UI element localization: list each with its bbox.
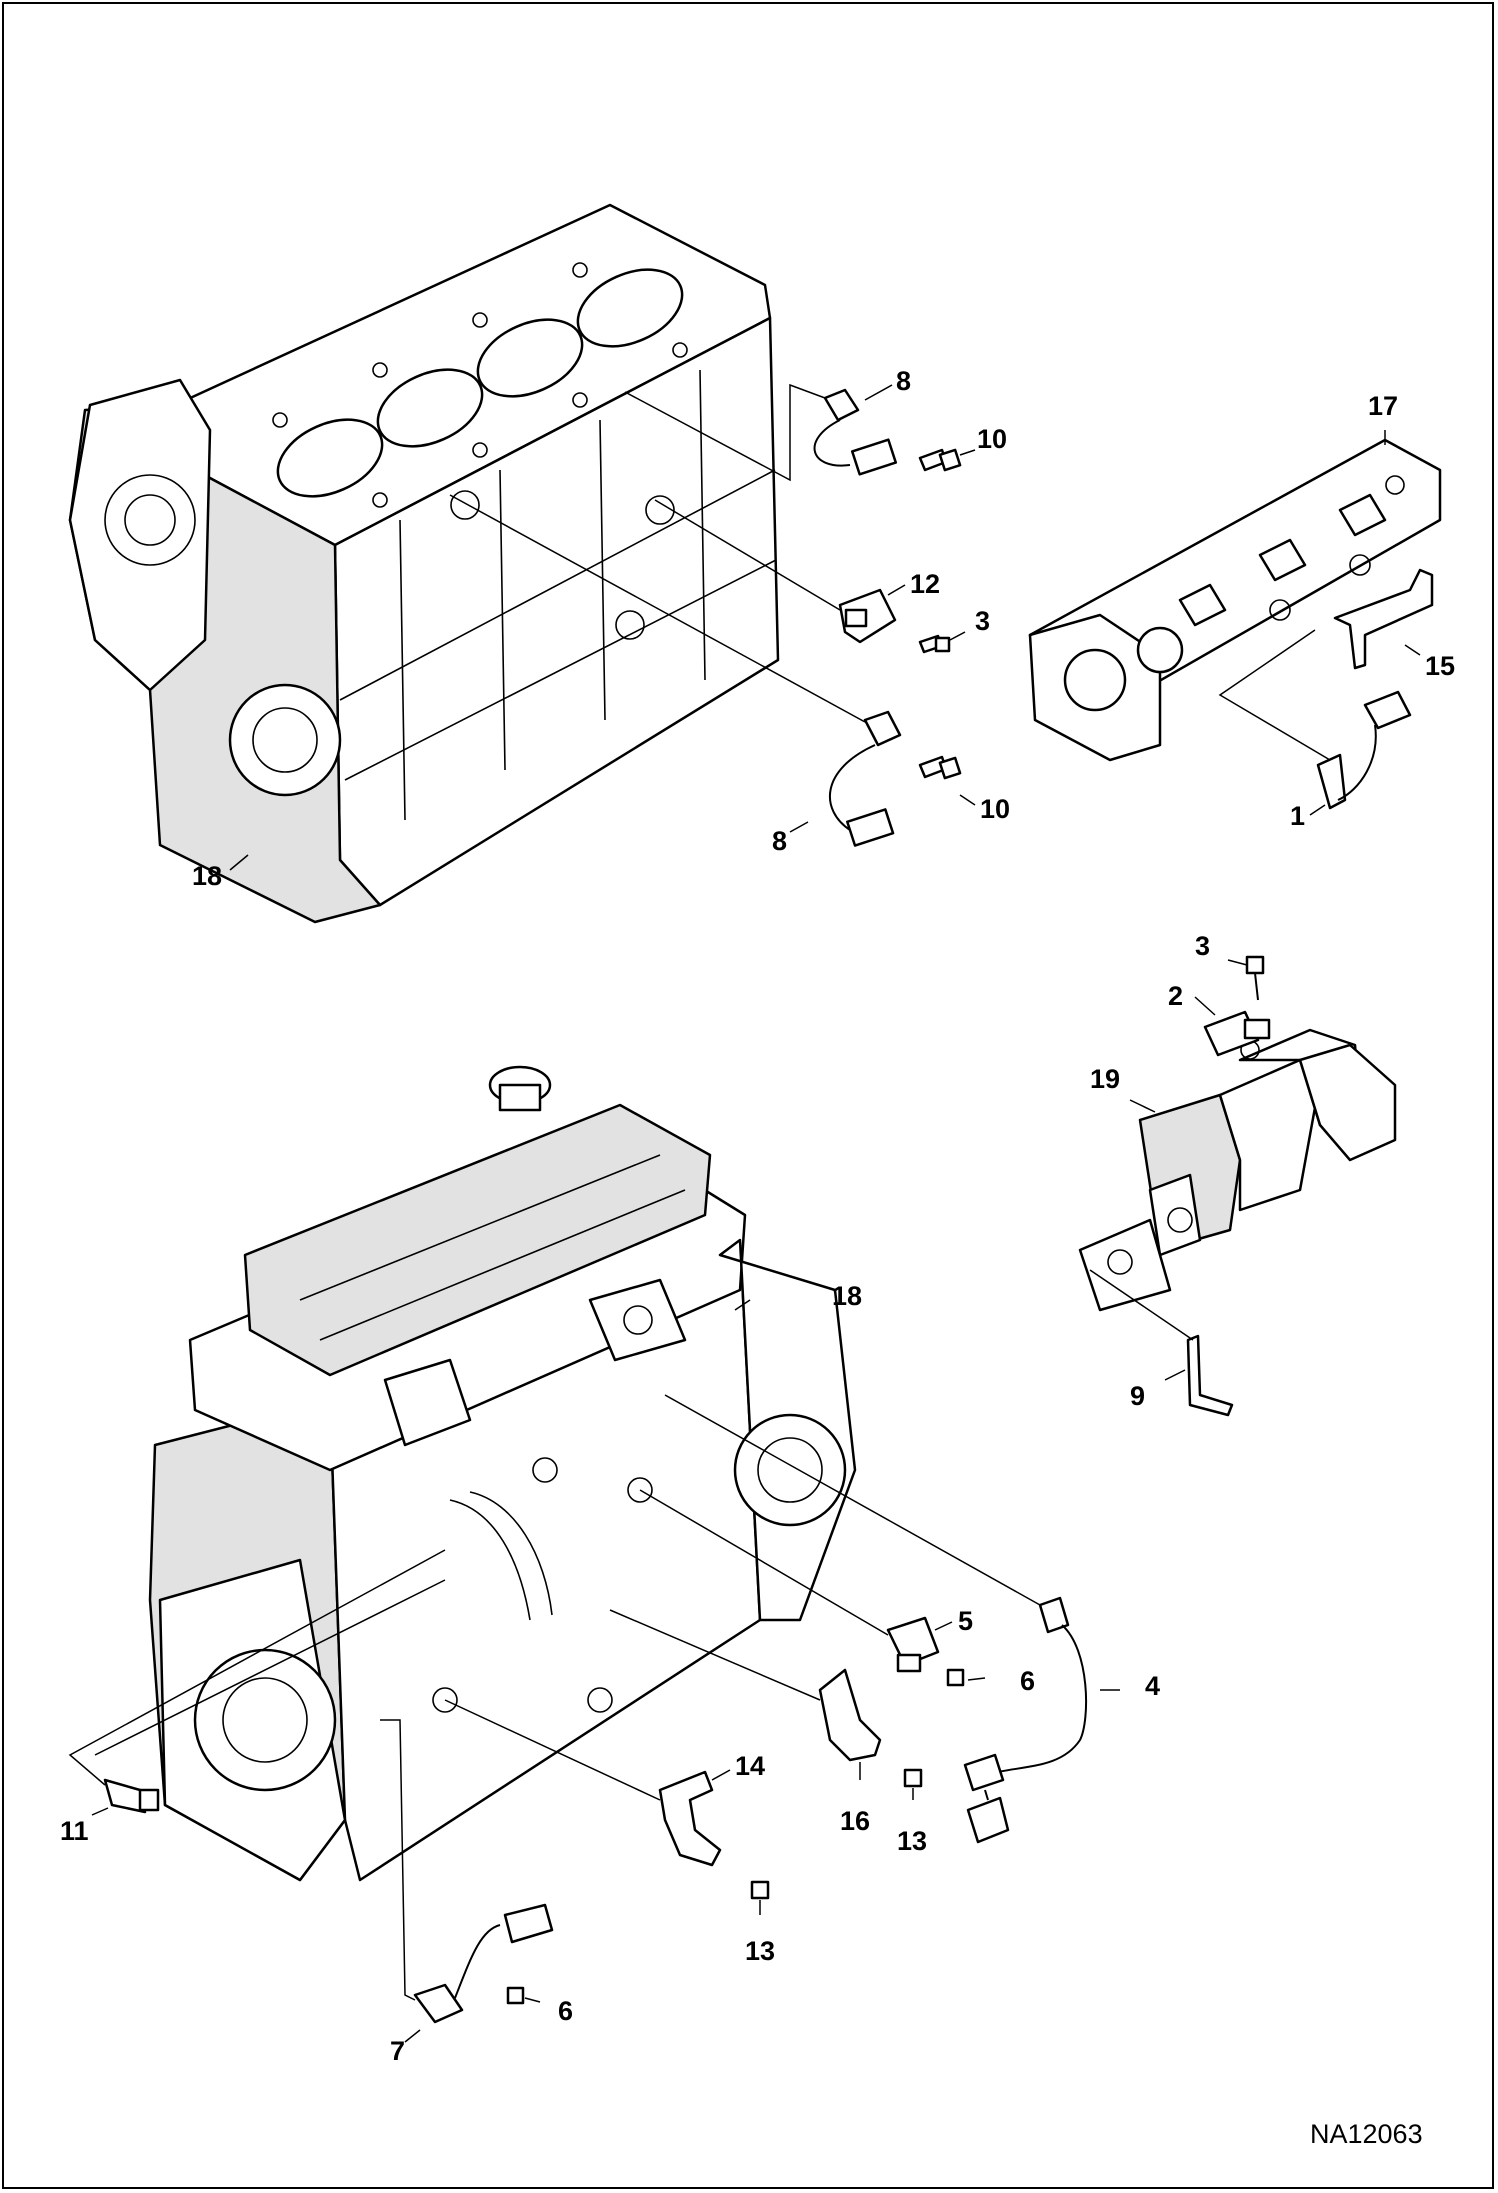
callout-10-lower: 10 xyxy=(980,794,1010,824)
bolt-3-right-shank xyxy=(1254,972,1259,1001)
sensor-12 xyxy=(838,588,897,644)
figure-id: NA12063 xyxy=(1310,2119,1423,2149)
callout-6-middle: 6 xyxy=(1020,1666,1035,1696)
callout-3-upper: 3 xyxy=(975,606,990,636)
sensor-5 xyxy=(886,1616,940,1673)
callout-5: 5 xyxy=(958,1606,973,1636)
callout-13-right: 13 xyxy=(897,1826,927,1856)
bolt-6-lower-head xyxy=(506,1986,525,2005)
bolt-13-right-head xyxy=(903,1768,923,1788)
bracket-16 xyxy=(818,1668,882,1762)
callout-4: 4 xyxy=(1145,1671,1160,1701)
callout-8-upper: 8 xyxy=(896,366,911,396)
callout-16: 16 xyxy=(840,1806,870,1836)
engine-assembly-lower xyxy=(148,1065,857,1882)
callout-3-right: 3 xyxy=(1195,931,1210,961)
bolt-10-upper-head xyxy=(938,448,962,472)
temperature-sensor-1 xyxy=(1316,690,1412,810)
callout-13-lower: 13 xyxy=(745,1936,775,1966)
callout-10-upper: 10 xyxy=(977,424,1007,454)
sensor-4 xyxy=(963,1596,1087,1844)
leader-lines xyxy=(68,383,1421,2043)
callout-2: 2 xyxy=(1168,981,1183,1011)
bracket-14 xyxy=(658,1770,722,1867)
intake-manifold-17 xyxy=(1028,438,1442,762)
callout-9: 9 xyxy=(1130,1381,1145,1411)
callout-11: 11 xyxy=(60,1816,89,1846)
knock-sensor-8-upper xyxy=(813,388,898,476)
bolt-3-upper-head xyxy=(934,636,951,653)
crank-sensor-7 xyxy=(413,1903,554,2024)
callout-19: 19 xyxy=(1090,1064,1120,1094)
callout-14: 14 xyxy=(735,1751,765,1781)
callout-6-lower: 6 xyxy=(558,1996,573,2026)
callout-17: 17 xyxy=(1368,391,1398,421)
bolt-6-middle-head xyxy=(946,1668,965,1687)
callout-7: 7 xyxy=(390,2036,405,2066)
egr-valve-19 xyxy=(1078,1028,1397,1312)
sensor-11 xyxy=(103,1778,160,1814)
bolt-10-lower-head xyxy=(938,756,962,780)
bolt-3-right-head xyxy=(1245,955,1265,975)
bracket-15 xyxy=(1333,568,1434,670)
engine-block-upper xyxy=(68,203,780,924)
sensor-2 xyxy=(1203,1010,1271,1057)
bolt-13-lower-head xyxy=(750,1880,770,1900)
knock-sensor-8-lower xyxy=(828,710,902,847)
callout-18-lower: 18 xyxy=(832,1281,862,1311)
callout-1: 1 xyxy=(1290,801,1305,831)
bracket-9 xyxy=(1186,1334,1234,1417)
callout-15: 15 xyxy=(1425,651,1455,681)
callout-8-lower: 8 xyxy=(772,826,787,856)
callout-18-upper: 18 xyxy=(192,861,222,891)
callout-12: 12 xyxy=(910,569,940,599)
